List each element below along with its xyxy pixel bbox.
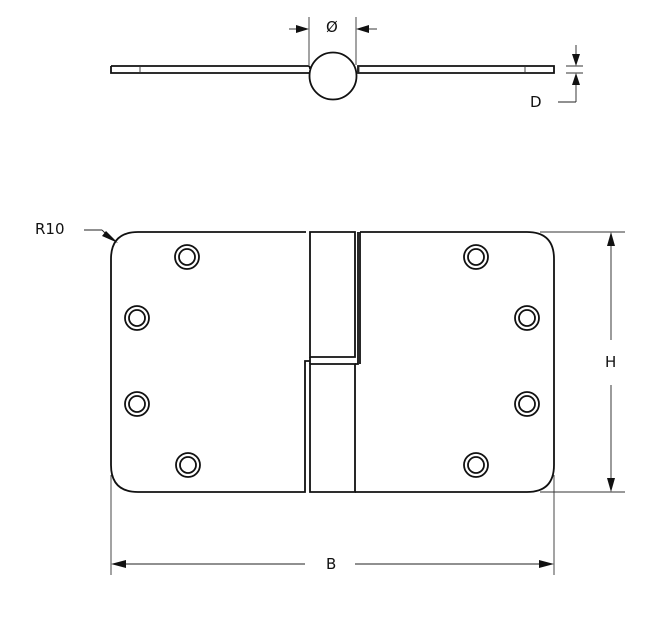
thickness-label: D [530, 93, 542, 111]
left-leaf-edge [110, 65, 311, 74]
height-arrow-bottom-icon [607, 478, 615, 492]
radius-arrow-icon [102, 231, 118, 243]
right-leaf-edge [357, 65, 555, 74]
hole-icon [175, 452, 201, 478]
left-leaf-outline [110, 231, 310, 493]
width-arrow-left-icon [111, 560, 126, 568]
diameter-arrow-right-icon [356, 25, 369, 33]
thickness-arrow-top-icon [572, 54, 580, 66]
knuckle-step [355, 232, 359, 365]
hole-icon [514, 305, 540, 331]
hole-icon [463, 244, 489, 270]
thickness-arrow-bottom-icon [572, 73, 580, 85]
height-label: H [605, 353, 617, 371]
height-arrow-top-icon [607, 232, 615, 246]
knuckle-upper [309, 231, 356, 358]
hole-icon [174, 244, 200, 270]
width-label: B [326, 555, 337, 573]
top-view [110, 17, 583, 103]
right-leaf-outline [355, 231, 555, 493]
left-leaf-holes [124, 244, 201, 478]
width-arrow-right-icon [539, 560, 554, 568]
hole-icon [124, 391, 150, 417]
front-view [84, 229, 625, 575]
hole-icon [463, 452, 489, 478]
diameter-arrow-left-icon [296, 25, 309, 33]
hole-icon [514, 391, 540, 417]
knuckle-circle [308, 51, 358, 101]
diameter-label: Ø [326, 18, 338, 36]
hole-icon [124, 305, 150, 331]
radius-label: R10 [35, 220, 65, 238]
right-leaf-holes [463, 244, 540, 478]
knuckle-lower [309, 363, 356, 493]
